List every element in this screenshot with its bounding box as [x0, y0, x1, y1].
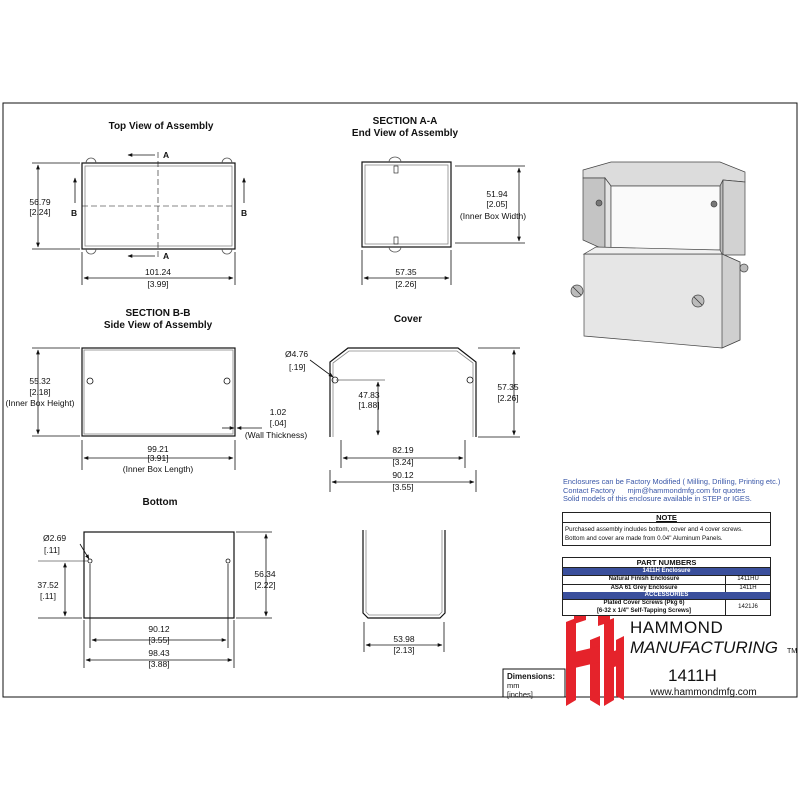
section-b-label-right: B: [241, 208, 247, 218]
dimensions-unit-in: [inches]: [507, 690, 533, 699]
hammond-logo: [566, 608, 624, 706]
brand-url: www.hammondmfg.com: [649, 687, 757, 698]
end-width-dim: 57.35: [395, 267, 417, 277]
bottom-profile-width-dim-in: [2.13]: [393, 645, 414, 655]
accessory-part-number: 1421J6: [738, 603, 758, 610]
accessory-desc: Plated Cover Screws (Pkg 6) [6-32 x 1/4"…: [563, 600, 726, 615]
factory-info: Enclosures can be Factory Modified ( Mil…: [563, 477, 795, 504]
bottom-hole-dim-in: [.11]: [44, 545, 60, 555]
side-height-label: (Inner Box Height): [6, 398, 75, 408]
side-height-dim-in: [2.18]: [29, 387, 50, 397]
info-line-contact: Contact Factory mjm@hammondmfg.com for q…: [563, 485, 746, 495]
end-inner-width-label: (Inner Box Width): [460, 211, 526, 221]
side-length-label: (Inner Box Length): [123, 464, 194, 474]
part-desc: Natural Finish Enclosure: [563, 576, 726, 584]
cover-inner-height-dim-in: [1.88]: [358, 400, 379, 410]
bottom-hole-height-dim-in: [.11]: [40, 591, 56, 601]
bottom-view: Bottom Ø2.69 [.11] 37.52 [.11] 56.34 [2.…: [37, 497, 446, 669]
cover-inner-height-dim: 47.83: [358, 390, 380, 400]
side-view-title: SECTION B-B: [126, 308, 191, 319]
cover-width-dim: 90.12: [392, 470, 414, 480]
cover-height-dim: 57.35: [497, 382, 519, 392]
cover-inner-width-dim: 82.19: [392, 445, 414, 455]
dimensions-unit-mm: mm: [507, 681, 520, 690]
end-inner-width-dim: 51.94: [486, 189, 508, 199]
brand-name: HAMMOND: [630, 618, 723, 637]
table-row: Natural Finish Enclosure 1411HU: [563, 575, 770, 584]
brand-manufacturing: MANUFACTURING: [630, 638, 778, 657]
dimensions-legend-box: [502, 668, 566, 698]
section-a-label-top: A: [163, 150, 169, 160]
cover-view-title: Cover: [394, 314, 422, 325]
side-length-dim: 99.21: [147, 444, 169, 454]
brand-tm: TM: [787, 648, 797, 655]
note-table: NOTE Purchased assembly includes bottom,…: [562, 512, 771, 546]
note-line-2: Bottom and cover are made from 0.04" Alu…: [565, 535, 723, 542]
end-view-title: SECTION A-A: [373, 116, 438, 127]
part-number: 1411H: [739, 584, 757, 591]
table-row: ASA 61 Grey Enclosure 1411H: [563, 583, 770, 592]
model-number: 1411H: [668, 666, 717, 685]
bottom-width-dim-in: [3.88]: [148, 659, 169, 669]
cover-inner-width-dim-in: [3.24]: [392, 457, 413, 467]
part-numbers-title: PART NUMBERS: [563, 558, 770, 568]
contact-email-link[interactable]: mjm@hammondmfg.com for quotes: [627, 485, 746, 495]
cover-width-dim-in: [3.55]: [392, 482, 413, 492]
note-line-1: Purchased assembly includes bottom, cove…: [565, 526, 743, 533]
side-length-dim-in: [3.91]: [147, 453, 168, 463]
bottom-height-dim-in: [2.22]: [254, 580, 275, 590]
bottom-hole-height-dim: 37.52: [37, 580, 59, 590]
sheet-border: [2, 102, 798, 698]
table-row: Plated Cover Screws (Pkg 6) [6-32 x 1/4"…: [563, 599, 770, 615]
part-numbers-table: PART NUMBERS 1411H Enclosure Natural Fin…: [562, 557, 771, 616]
cover-hole-dim-in: [.19]: [289, 362, 306, 372]
cover-hole-dim: Ø4.76: [285, 349, 308, 359]
top-view: Top View of Assembly A A B B 101.24 [3.9…: [29, 121, 247, 289]
top-width-dim: 101.24: [145, 267, 171, 277]
cover-height-dim-in: [2.26]: [497, 393, 518, 403]
part-group-accessories: ACCESSORIES: [563, 592, 770, 599]
side-height-dim: 55.32: [29, 376, 51, 386]
enclosure-3d-render: [570, 161, 749, 349]
end-inner-width-dim-in: [2.05]: [486, 199, 507, 209]
section-a-label-bottom: A: [163, 251, 169, 261]
part-group-enclosure: 1411H Enclosure: [563, 568, 770, 575]
top-view-title: Top View of Assembly: [109, 121, 214, 132]
note-title: NOTE: [563, 513, 770, 523]
bottom-profile-width-dim: 53.98: [393, 634, 415, 644]
end-view-subtitle: End View of Assembly: [352, 128, 459, 139]
end-view: SECTION A-A End View of Assembly 57.35 […: [352, 116, 526, 289]
top-height-dim-in: [2.24]: [29, 207, 50, 217]
bottom-hole-dim: Ø2.69: [43, 533, 66, 543]
info-line-models: Solid models of this enclosure available…: [563, 494, 752, 504]
wall-thickness-dim-in: [.04]: [270, 418, 287, 428]
side-view: SECTION B-B Side View of Assembly 99.21 …: [6, 308, 308, 474]
bottom-height-dim: 56.34: [254, 569, 276, 579]
section-b-label-left: B: [71, 208, 77, 218]
bottom-hole-width-dim-in: [3.55]: [148, 635, 169, 645]
wall-thickness-dim: 1.02: [270, 407, 287, 417]
info-line-modified: Enclosures can be Factory Modified ( Mil…: [563, 477, 781, 486]
side-view-subtitle: Side View of Assembly: [104, 320, 213, 331]
wall-thickness-label: (Wall Thickness): [245, 430, 308, 440]
bottom-hole-width-dim: 90.12: [148, 624, 170, 634]
dimensions-title: Dimensions:: [507, 672, 555, 681]
part-number: 1411HU: [737, 576, 759, 582]
cover-view: Cover Ø4.76 [.19] 47.83 [1.88] 57.35 [2.…: [285, 314, 520, 492]
bottom-view-title: Bottom: [143, 497, 178, 508]
bottom-width-dim: 98.43: [148, 648, 170, 658]
top-width-dim-in: [3.99]: [147, 279, 168, 289]
end-width-dim-in: [2.26]: [395, 279, 416, 289]
part-desc: ASA 61 Grey Enclosure: [563, 584, 726, 592]
top-height-dim: 56.79: [29, 197, 51, 207]
